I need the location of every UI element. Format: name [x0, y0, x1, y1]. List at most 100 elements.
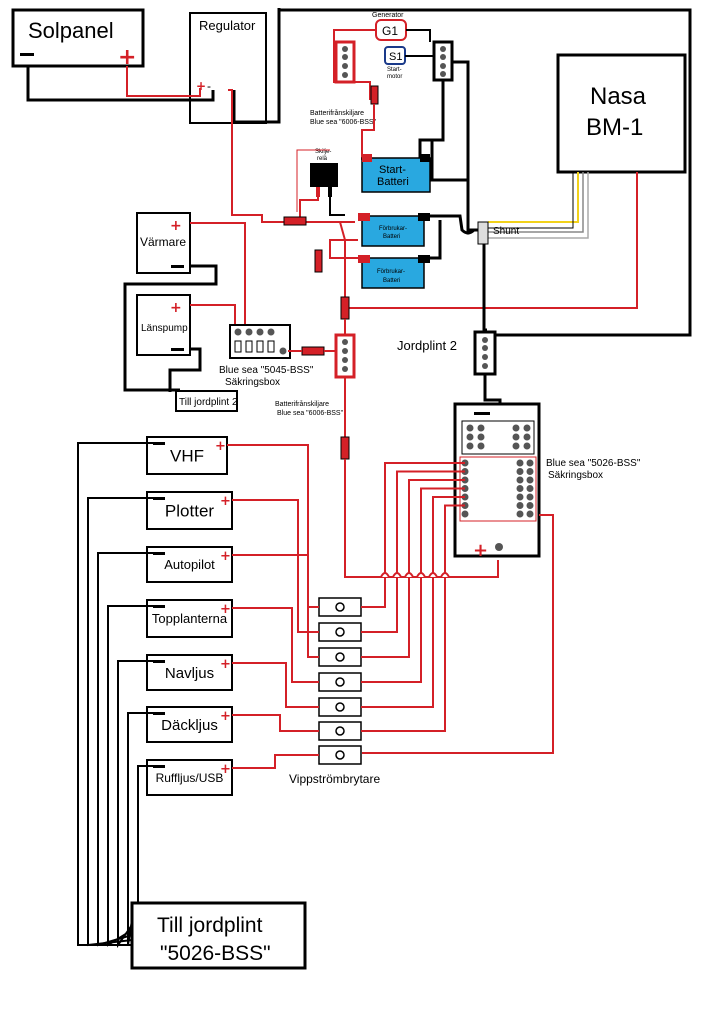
- consumer-plus: +: [220, 494, 231, 509]
- wire-relay-neg: [329, 195, 345, 216]
- consumer-label: Autopilot: [164, 557, 215, 572]
- toggle-switch-knob: [335, 677, 345, 687]
- relay-label-2: relä: [317, 156, 328, 162]
- fuse-box-5026-label-2: Säkringsbox: [548, 470, 603, 481]
- start-motor-label-2: motor: [387, 74, 402, 80]
- fuse-box-5026-ground-terminal: [523, 424, 531, 432]
- toggle-switch-knob: [335, 750, 345, 760]
- consumer-plus: +: [220, 762, 231, 777]
- fuse-box-5026-fuse-terminal: [526, 510, 534, 518]
- fuse-box-5045-label-2: Säkringsbox: [225, 377, 280, 388]
- start-motor-label-1: Start-: [387, 67, 402, 73]
- consumer-plus: +: [220, 549, 231, 564]
- generator-label: Generator: [372, 12, 404, 19]
- wire-hop: [428, 572, 438, 578]
- wire-shunt-yellow: [488, 172, 579, 223]
- shunt: Shunt: [477, 221, 519, 245]
- toggle-switch-knob: [335, 627, 345, 637]
- fuse-box-5026-fuse-terminal: [516, 502, 524, 509]
- wire-gen-black: [406, 29, 431, 42]
- fuse-box-5026-plus: +: [473, 540, 488, 561]
- wire-consumer-negative: [77, 442, 153, 946]
- wire-consumer-positive: [232, 499, 319, 633]
- toggle-switch: [318, 647, 362, 667]
- wire-fuse-to-switch: [361, 462, 465, 608]
- wire-fuse-to-switch: [361, 479, 465, 658]
- heater-label: Värmare: [140, 235, 186, 249]
- consumer-label: VHF: [170, 447, 204, 466]
- consumer-1: + VHF: [146, 436, 228, 475]
- relay-label-1: Skilje-: [315, 149, 331, 155]
- wire-relay-thin: [296, 149, 330, 212]
- wire-hop: [404, 572, 414, 578]
- wire-start-neg: [466, 180, 478, 232]
- toggle-switch-knob: [335, 652, 345, 662]
- consumer-label: Däckljus: [161, 717, 218, 734]
- consumer-list: +VHF+Plotter+Autopilot+Topplanterna+Navl…: [77, 436, 319, 949]
- toggle-switch: [318, 745, 362, 765]
- wire-shunt-gray1: [488, 172, 584, 233]
- consumer-battery-1-label-2: Batteri: [383, 234, 400, 240]
- toggle-switches: [318, 462, 465, 765]
- ground-destination: Till jordplint "5026-BSS": [130, 901, 307, 970]
- wire-consumer-negative: [97, 552, 153, 947]
- nasa-label-1: Nasa: [590, 83, 647, 110]
- toggle-switch: [318, 597, 362, 617]
- wire-consumer-positive: [232, 607, 319, 683]
- fuse-box-5026-ground-terminal: [512, 424, 520, 432]
- bilge-pump-label: Länspump: [141, 323, 188, 334]
- toggle-switch-knob: [335, 702, 345, 712]
- fuse-top: [370, 85, 379, 105]
- fuse-box-5026-fuse-terminal: [516, 468, 524, 475]
- start-motor: S1 Start- motor: [384, 46, 406, 80]
- wire-heater-neg: [123, 264, 218, 392]
- battery-switch-bottom-label-2: Blue sea "6006-BSS": [277, 410, 344, 417]
- fuse-bottom: [340, 436, 350, 460]
- fuse-box-5026-fuse-terminal: [526, 459, 534, 467]
- consumer-plus: +: [215, 439, 226, 454]
- wire-fuse-to-switch: [361, 496, 465, 708]
- wire-batt2-pos: [329, 239, 358, 259]
- isolation-relay: Skilje- relä: [310, 149, 338, 197]
- start-battery-label-1: Start-: [379, 164, 406, 176]
- fuse-box-5026-fuse-terminal: [516, 459, 524, 467]
- consumer-6: +Däckljus: [146, 706, 233, 743]
- wire-hop: [440, 572, 450, 578]
- consumer-plus: +: [220, 657, 231, 672]
- consumer-battery-1-label-1: Förbrukar-: [379, 226, 407, 232]
- wire-regulator-neg: [232, 8, 281, 124]
- heater: + Värmare: [136, 212, 191, 274]
- fuse-box-5026-ground-terminal: [477, 424, 485, 432]
- regulator: Regulator + -: [189, 12, 267, 124]
- wire-consumer-positive: [232, 662, 319, 708]
- toggle-switch: [318, 622, 362, 642]
- fuse-box-5026-ground-terminal: [466, 433, 474, 441]
- wire-consumer-positive: [232, 554, 319, 658]
- wire-fuse-to-switch: [361, 470, 465, 633]
- ground-destination-label-2: "5026-BSS": [160, 942, 271, 965]
- generator-g1: G1: [382, 24, 398, 38]
- wire-fuse-top-down: [361, 104, 375, 160]
- heater-plus: +: [170, 218, 182, 234]
- fuse-box-5026-ground-terminal: [523, 433, 531, 441]
- fuse-box-5026-ground-terminal: [477, 442, 485, 450]
- fuse-box-5026-ground-terminal: [477, 433, 485, 441]
- wire-regulator-pos: [228, 89, 355, 223]
- battery-switch-bottom-label-1: Batterifrånskiljare: [275, 400, 329, 408]
- wire-shunt-black: [488, 172, 574, 229]
- ground-destination-label-1: Till jordplint: [157, 914, 263, 937]
- wire-consumer-positive: [227, 444, 319, 608]
- start-battery-label-2: Batteri: [377, 176, 409, 188]
- bilge-pump-plus: +: [170, 300, 182, 316]
- battery-switch-top-label-2: Blue sea "6006-BSS": [310, 119, 377, 126]
- nasa-label-2: BM-1: [586, 114, 643, 141]
- consumer-2: +Plotter: [146, 491, 233, 530]
- toggle-switch: [318, 721, 362, 741]
- fuse-middle-down: [340, 296, 350, 320]
- fuse-box-5026-fuse-terminal: [516, 510, 524, 518]
- wire-hop: [416, 572, 426, 578]
- regulator-label: Regulator: [199, 18, 256, 33]
- consumer-label: Navljus: [165, 665, 214, 682]
- toggle-switch: [318, 697, 362, 717]
